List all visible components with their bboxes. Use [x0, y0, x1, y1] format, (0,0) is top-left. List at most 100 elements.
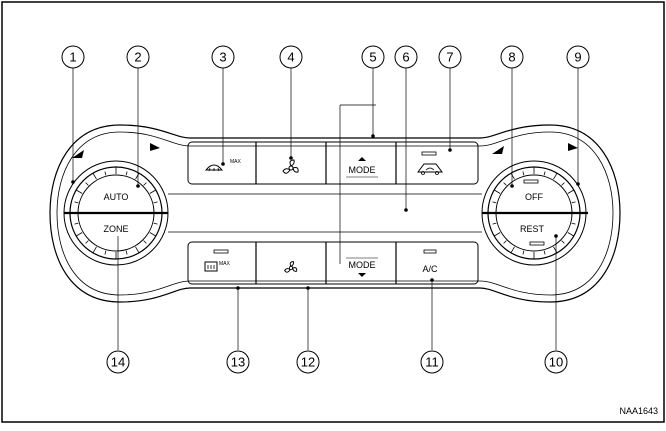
auto-button-label[interactable]: AUTO: [104, 192, 129, 202]
svg-text:MAX: MAX: [230, 159, 242, 165]
knob-tick: [510, 246, 515, 254]
knob-tick: [492, 222, 497, 225]
fan-up-button[interactable]: [282, 159, 299, 174]
knob-tick: [149, 232, 157, 237]
callout-10-number: 10: [549, 355, 563, 370]
ac-label: A/C: [422, 264, 438, 274]
knob-tick: [74, 201, 79, 204]
callout-14-number: 14: [111, 355, 125, 370]
front-defroster-icon: MAX: [204, 159, 242, 172]
knob-tick: [567, 189, 575, 194]
knob-tick: [503, 182, 507, 186]
air-recirculation-icon: [417, 163, 443, 175]
knob-tick: [104, 171, 107, 176]
callout-14: 14: [106, 350, 130, 374]
knob-tick: [104, 250, 107, 255]
fan-high-icon: [282, 159, 299, 174]
callout-13: 13: [226, 350, 250, 374]
callout-12-number: 12: [301, 355, 315, 370]
knob-tick: [522, 171, 525, 176]
knob-tick: [153, 222, 158, 225]
callout-12: 12: [296, 350, 320, 374]
mode-down-label: MODE: [349, 260, 376, 270]
callout-5-number: 5: [369, 50, 376, 65]
rest-indicator: [529, 241, 545, 246]
callout-4-number: 4: [287, 50, 294, 65]
rest-button-label[interactable]: REST: [520, 224, 545, 234]
callout-2-number: 2: [134, 50, 141, 65]
callout-3-number: 3: [219, 50, 226, 65]
knob-tick: [553, 172, 558, 180]
callout-7-number: 7: [446, 50, 453, 65]
callout-10: 10: [544, 350, 568, 374]
right-knob-arrow-left-icon: [492, 146, 504, 154]
callout-9: 9: [566, 45, 590, 69]
rear-defroster-button[interactable]: MAX: [204, 249, 231, 272]
knob-tick: [543, 171, 546, 176]
callout-6: 6: [394, 45, 418, 69]
leader-dots: [71, 134, 580, 290]
zone-button-label[interactable]: ZONE: [103, 224, 128, 234]
front-defroster-button[interactable]: MAX: [204, 159, 242, 172]
knob-tick: [135, 172, 140, 180]
left-knob-arrow-right-icon: [150, 143, 160, 151]
reference-code: NAA1643: [619, 406, 658, 416]
mode-down-button[interactable]: MODE: [346, 257, 378, 277]
callout-13-number: 13: [231, 355, 245, 370]
knob-tick: [510, 172, 515, 180]
knob-tick: [149, 189, 157, 194]
knob-tick: [492, 201, 497, 204]
knob-tick: [567, 232, 575, 237]
top-button-row: [187, 141, 479, 185]
knob-tick: [75, 189, 83, 194]
knob-tick: [92, 246, 97, 254]
recirculation-button[interactable]: [417, 151, 443, 175]
knob-tick: [561, 240, 565, 244]
mode-up-label: MODE: [349, 165, 376, 175]
knob-tick: [74, 222, 79, 225]
knob-tick: [85, 240, 89, 244]
callout-1-number: 1: [69, 50, 76, 65]
mode-up-button[interactable]: MODE: [346, 157, 378, 178]
ac-button[interactable]: A/C: [422, 249, 438, 274]
callout-8: 8: [500, 45, 524, 69]
callout-11: 11: [420, 350, 444, 374]
knob-tick: [503, 240, 507, 244]
knob-tick: [493, 232, 501, 237]
recirculation-indicator: [421, 151, 437, 156]
off-indicator: [523, 179, 539, 184]
callout-11-number: 11: [425, 355, 439, 370]
off-button-label[interactable]: OFF: [525, 192, 543, 202]
knob-tick: [143, 240, 147, 244]
knob-tick: [92, 172, 97, 180]
knob-tick: [553, 246, 558, 254]
callout-7: 7: [438, 45, 462, 69]
fan-down-button[interactable]: [284, 261, 298, 273]
fan-low-icon: [284, 261, 298, 273]
svg-text:MAX: MAX: [219, 261, 231, 267]
callout-9-number: 9: [574, 50, 581, 65]
rear-defroster-indicator: [213, 249, 229, 254]
triangle-up-icon: [358, 157, 366, 161]
callout-1: 1: [61, 45, 85, 69]
knob-tick: [135, 246, 140, 254]
knob-tick: [571, 222, 576, 225]
left-knob-arrow-left-icon: [72, 150, 84, 158]
callout-8-number: 8: [508, 50, 515, 65]
triangle-down-icon: [358, 273, 366, 277]
knob-tick: [125, 250, 128, 255]
callout-6-number: 6: [402, 50, 409, 65]
leader-lines: [72, 68, 579, 350]
callout-3: 3: [211, 45, 235, 69]
knob-tick: [561, 182, 565, 186]
bottom-button-row: [187, 241, 479, 285]
knob-tick: [125, 171, 128, 176]
callout-5: 5: [361, 45, 385, 69]
frame-border: [1, 1, 665, 423]
knob-tick: [543, 250, 546, 255]
knob-tick: [153, 201, 158, 204]
knob-tick: [522, 250, 525, 255]
right-knob-arrow-right-icon: [568, 143, 578, 151]
